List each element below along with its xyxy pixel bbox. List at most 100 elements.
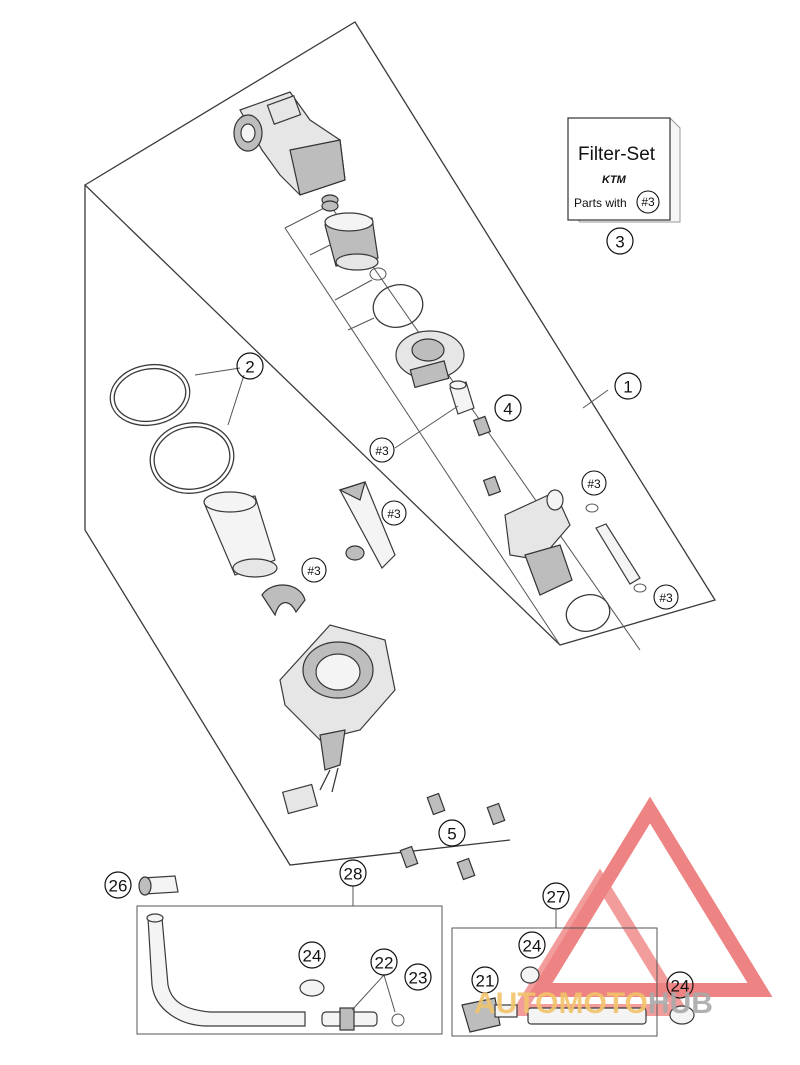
callout-24a: 24 [298, 941, 326, 969]
callout-24c-circle [666, 971, 694, 999]
spring [321, 194, 339, 212]
callout-23-label: 23 [409, 969, 428, 988]
hose-clamp-24b [520, 966, 540, 984]
filter-set-ref-circle [636, 190, 660, 214]
ref-b: #3 [381, 500, 407, 526]
filter-set-ref: #3 [641, 195, 655, 209]
hose-kit-28-box [136, 905, 443, 1035]
callout-26: 26 [104, 871, 132, 899]
screw-small [472, 415, 492, 437]
filter-set-box [567, 117, 681, 223]
callout-2: 2 [236, 352, 264, 380]
regulator-cap [395, 330, 465, 389]
callout-1-label: 1 [623, 378, 632, 397]
connector-22 [321, 1007, 378, 1031]
ref-c: #3 [301, 557, 327, 583]
callout-22: 22 [370, 948, 398, 976]
callout-5-label: 5 [447, 825, 456, 844]
callout-27-circle [542, 882, 570, 910]
callout-2-circle [236, 352, 264, 380]
callout-24c: 24 [666, 971, 694, 999]
tube-piece [449, 380, 475, 415]
filter-sleeve [203, 491, 278, 578]
ref-d-label: #3 [587, 477, 601, 491]
callout-5-circle [438, 819, 466, 847]
callout-4: 4 [494, 394, 522, 422]
callout-3: 3 [606, 227, 634, 255]
watermark-part2: HUB [648, 987, 713, 1020]
filter-set-parts-with: Parts with [574, 196, 627, 210]
filter-set-bracket-left [284, 227, 561, 646]
retaining-clip [261, 584, 306, 617]
callout-1-circle [614, 372, 642, 400]
callout-24c-label: 24 [671, 977, 690, 996]
ref-a: #3 [369, 437, 395, 463]
medium-o-ring [372, 284, 424, 328]
callout-24b-label: 24 [523, 937, 542, 956]
callout-26-circle [104, 871, 132, 899]
quick-connector-21 [461, 997, 518, 1033]
washer-upper [585, 503, 599, 513]
ref-a-circle [369, 437, 395, 463]
hose-clamp-24c [669, 1005, 695, 1025]
o-ring-23 [391, 1013, 405, 1027]
pump-head [233, 91, 346, 196]
callout-23: 23 [404, 963, 432, 991]
watermark-text: AUTOMOTOHUB [474, 987, 713, 1020]
callout-27-label: 27 [547, 888, 566, 907]
fuel-pump-assembly-outline [83, 21, 717, 646]
callout-28: 28 [339, 859, 367, 887]
callout-27: 27 [542, 882, 570, 910]
small-o-ring [369, 267, 387, 281]
o-ring-lower-right [565, 594, 611, 632]
hose-clamp-26 [138, 875, 179, 896]
callout-3-circle [606, 227, 634, 255]
callout-22-label: 22 [375, 954, 394, 973]
callout-26-label: 26 [109, 877, 128, 896]
callout-2-label: 2 [245, 358, 254, 377]
filter-set-title: Filter-Set [578, 144, 656, 165]
callout-21: 21 [471, 966, 499, 994]
callout-4-label: 4 [503, 400, 512, 419]
callout-22-circle [370, 948, 398, 976]
ref-e-circle [653, 584, 679, 610]
fuel-filter [309, 212, 379, 271]
callout-23-circle [404, 963, 432, 991]
fuel-pump-motor [504, 489, 573, 596]
ref-c-label: #3 [307, 564, 321, 578]
callout-1: 1 [614, 372, 642, 400]
callout-21-label: 21 [476, 972, 495, 991]
callout-24b: 24 [518, 931, 546, 959]
callout-3-label: 3 [615, 233, 624, 252]
fuel-pipe [595, 523, 641, 585]
callout-24b-circle [518, 931, 546, 959]
filter-set-brand-logo: KTM [602, 174, 627, 186]
callout-24a-label: 24 [303, 947, 322, 966]
callout-28-circle [339, 859, 367, 887]
screw-motor [482, 475, 502, 497]
pump-housing [279, 624, 396, 815]
fuel-hose-27 [527, 1007, 647, 1025]
callout-5: 5 [438, 819, 466, 847]
filter-set-bracket [284, 204, 641, 651]
watermark-part1: AUTOMOTO [474, 987, 648, 1020]
callout-28-label: 28 [344, 865, 363, 884]
ref-b-label: #3 [387, 507, 401, 521]
ref-d: #3 [581, 470, 607, 496]
hose-kit-27-box [451, 927, 658, 1037]
ref-a-label: #3 [375, 444, 389, 458]
ref-e-label: #3 [659, 591, 673, 605]
fuel-hose-28 [146, 913, 306, 1027]
bolts-set [399, 792, 506, 881]
callout-4-circle [494, 394, 522, 422]
strainer-plate [338, 481, 396, 569]
reference-layer: #3 #3 #3 #3 #3 [301, 437, 679, 610]
callout-21-circle [471, 966, 499, 994]
ref-e: #3 [653, 584, 679, 610]
large-o-ring-2 [149, 422, 235, 494]
ref-b-circle [381, 500, 407, 526]
ref-d-circle [581, 470, 607, 496]
ref-c-circle [301, 557, 327, 583]
